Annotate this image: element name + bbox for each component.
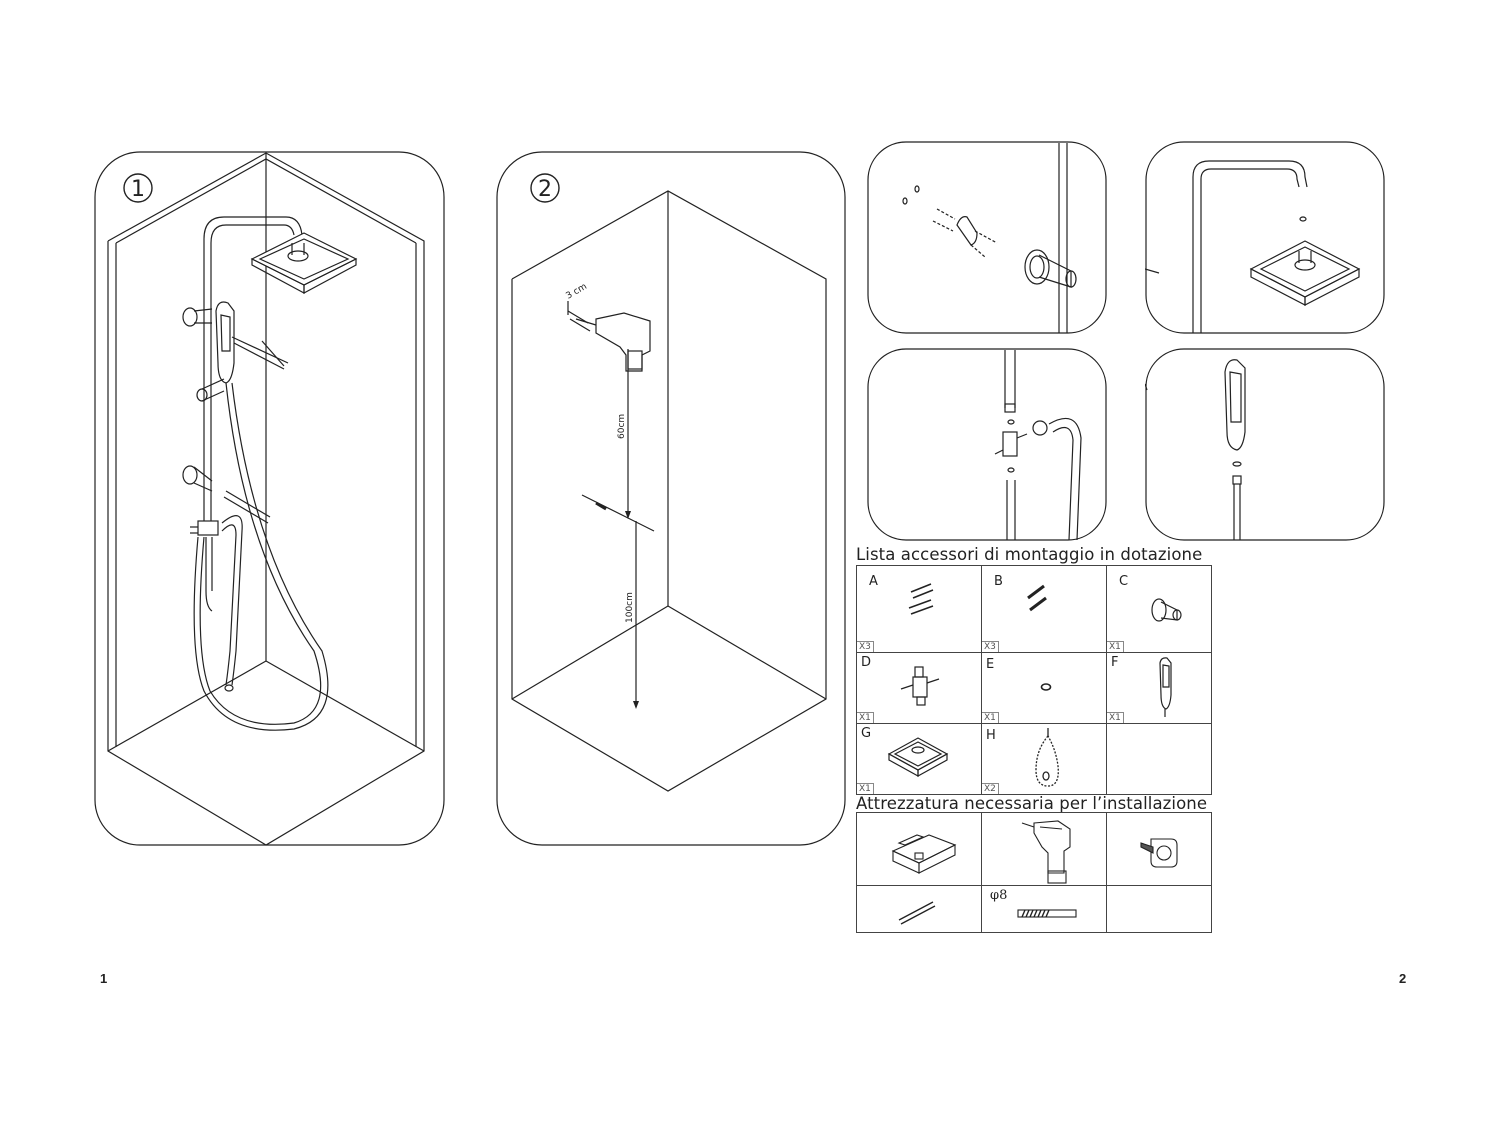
- step1-badge-number: 1: [131, 177, 145, 202]
- hand-shower-icon: [1159, 657, 1172, 717]
- step1-badge-circle: [123, 173, 153, 203]
- accessory-qty: X1: [857, 712, 874, 723]
- level-tool-icon: [891, 834, 957, 874]
- tool-cell-empty: [1106, 885, 1212, 933]
- detail-panel-bracket: [867, 141, 1107, 334]
- accessory-qty: X1: [1107, 712, 1124, 723]
- accessory-cell-empty: [1106, 723, 1212, 795]
- step2-badge-number: 2: [538, 177, 552, 202]
- wall-plug-icon: [1027, 584, 1047, 612]
- accessory-cell-a: A X3: [856, 565, 982, 653]
- tool-cell-drill: [981, 812, 1107, 886]
- tool-cell-drill-bit: φ8: [981, 885, 1107, 933]
- detail-panel-diverter: [867, 348, 1107, 541]
- drill-icon: [1021, 820, 1071, 884]
- accessory-letter: G: [861, 726, 872, 741]
- page-number-right: 2: [1399, 971, 1407, 986]
- step1-panel: 1: [94, 151, 445, 846]
- drill-bit-icon: [1017, 909, 1077, 918]
- page-number-left: 1: [100, 971, 108, 986]
- drill-bit-label: φ8: [990, 888, 1008, 903]
- diverter-valve-icon: [900, 666, 940, 706]
- step1-illustration: 1: [94, 151, 445, 846]
- accessory-letter: A: [869, 574, 878, 589]
- accessory-cell-h: H X2: [981, 723, 1107, 795]
- accessory-cell-b: B X3: [981, 565, 1107, 653]
- step2-panel: 2 3 cm 60cm 100cm: [496, 151, 846, 846]
- accessory-qty: X1: [982, 712, 999, 723]
- tools-heading: Attrezzatura necessaria per l’installazi…: [856, 794, 1208, 813]
- accessory-letter: C: [1119, 574, 1129, 589]
- accessory-qty: X3: [982, 641, 999, 652]
- tools-table: φ8: [856, 812, 1212, 933]
- accessory-qty: X3: [857, 641, 874, 652]
- detail-panel-showerhead: [1145, 141, 1385, 334]
- tool-cell-tape: [1106, 812, 1212, 886]
- accessory-letter: B: [994, 574, 1003, 589]
- accessory-qty: X1: [857, 783, 874, 794]
- accessory-letter: D: [861, 655, 872, 670]
- accessory-cell-g: G X1: [856, 723, 982, 795]
- accessory-cell-d: D X1: [856, 652, 982, 724]
- accessory-letter: F: [1111, 655, 1119, 670]
- accessory-cell-f: F X1: [1106, 652, 1212, 724]
- tape-measure-icon: [1140, 838, 1178, 868]
- accessories-table: A X3 B X3 C X1 D X1: [856, 565, 1212, 795]
- o-ring-icon: [1040, 683, 1052, 691]
- hose-icon: [1035, 728, 1059, 787]
- accessory-letter: H: [986, 728, 996, 743]
- step2-badge-circle: [530, 173, 560, 203]
- detail-panel-handshower: [1145, 348, 1385, 541]
- accessories-heading: Lista accessori di montaggio in dotazion…: [856, 545, 1203, 564]
- accessory-letter: E: [986, 657, 995, 672]
- accessory-qty: X2: [982, 783, 999, 794]
- screw-anchor-icon: [908, 583, 934, 615]
- step2-illustration: 2 3 cm 60cm 100cm: [496, 151, 846, 846]
- pencil-icon: [898, 901, 936, 925]
- tool-cell-level: [856, 812, 982, 886]
- dim-60cm-label: 60cm: [617, 414, 627, 439]
- dim-100cm-label: 100cm: [625, 592, 635, 623]
- tool-cell-pencil: [856, 885, 982, 933]
- accessory-cell-c: C X1: [1106, 565, 1212, 653]
- accessory-cell-e: E X1: [981, 652, 1107, 724]
- accessory-qty: X1: [1107, 641, 1124, 652]
- shower-head-icon: [887, 737, 949, 778]
- wall-bracket-icon: [1151, 598, 1182, 622]
